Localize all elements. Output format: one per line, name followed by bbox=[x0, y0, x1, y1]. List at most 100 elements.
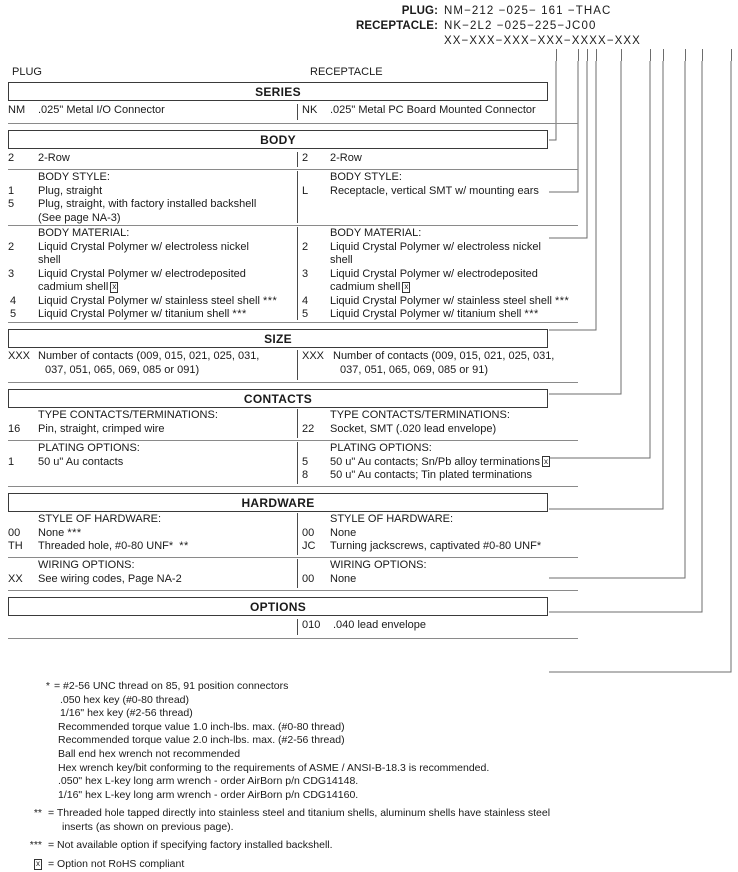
option-desc: None *** bbox=[38, 527, 82, 539]
section-title: OPTIONS bbox=[249, 599, 307, 614]
section-body-options: 010 .040 lead envelope bbox=[8, 616, 578, 639]
option-row: 5 Liquid Crystal Polymer w/ titanium she… bbox=[300, 308, 578, 322]
option-code: 00 bbox=[302, 526, 315, 539]
rohs-box: x bbox=[34, 858, 42, 870]
option-desc: .025" Metal I/O Connector bbox=[38, 104, 165, 116]
option-code: JC bbox=[302, 540, 316, 552]
footnote-text: 1/16" hex L-key long arm wrench - order … bbox=[58, 788, 359, 801]
section-body-size: XXX Number of contacts (009, 015, 021, 0… bbox=[8, 348, 578, 383]
column-divider bbox=[297, 227, 299, 320]
option-desc: None bbox=[330, 572, 357, 585]
option-desc: Liquid Crystal Polymer w/ electroless ni… bbox=[330, 240, 541, 253]
option-code: NK bbox=[302, 104, 318, 116]
column-divider bbox=[297, 442, 299, 484]
plug-options: STYLE OF HARDWARE: 00 None *** TH Thread… bbox=[8, 513, 292, 554]
footnote-marker: *** bbox=[554, 294, 570, 307]
option-desc: Receptacle, vertical SMT w/ mounting ear… bbox=[330, 184, 539, 197]
group-title: BODY STYLE: bbox=[38, 171, 110, 183]
footnote-text: Recommended torque value 1.0 inch-lbs. m… bbox=[58, 720, 345, 733]
option-row: 00 None *** bbox=[8, 527, 292, 541]
receptacle-options: WIRING OPTIONS: 00 None bbox=[300, 559, 578, 586]
option-desc: .040 lead envelope bbox=[333, 619, 426, 631]
section-body-body-row: 2 2-Row 2 2-Row bbox=[8, 149, 578, 170]
group-title: WIRING OPTIONS: bbox=[38, 559, 135, 571]
option-row: 22 Socket, SMT (.020 lead envelope) bbox=[300, 423, 578, 437]
option-code: 3 bbox=[302, 267, 309, 280]
footnote-doublestar: ** = Threaded hole tapped directly into … bbox=[0, 807, 738, 821]
leader-tick bbox=[556, 49, 557, 61]
option-desc: Pin, straight, crimped wire bbox=[38, 422, 165, 435]
option-code: 22 bbox=[302, 422, 315, 435]
footnote-text: inserts (as shown on previous page). bbox=[62, 820, 234, 833]
rohs-noncompliant-icon: x bbox=[541, 456, 550, 467]
option-desc: Socket, SMT (.020 lead envelope) bbox=[330, 422, 497, 435]
footnote-star-0: * = #2-56 UNC thread on 85, 91 position … bbox=[0, 680, 738, 694]
receptacle-options: STYLE OF HARDWARE: 00 None JC Turning ja… bbox=[300, 513, 578, 554]
plug-options: TYPE CONTACTS/TERMINATIONS: 16 Pin, stra… bbox=[8, 409, 292, 436]
option-code: 00 bbox=[8, 526, 21, 539]
option-row: 5 50 u" Au contacts; Sn/Pb alloy termina… bbox=[300, 456, 578, 470]
section-title: CONTACTS bbox=[243, 391, 313, 406]
desc-text: Threaded hole, #0-80 UNF* bbox=[38, 540, 174, 552]
part-number-row-plug: PLUG: NM−212 −025− 161 −THAC bbox=[0, 4, 738, 19]
leader-tick bbox=[621, 49, 622, 61]
leader-tick bbox=[650, 49, 651, 61]
rohs-noncompliant-icon: x bbox=[110, 281, 119, 293]
receptacle-part-number: NK−2L2 −025−225−JC00 bbox=[444, 20, 597, 32]
option-desc: Liquid Crystal Polymer w/ electroless ni… bbox=[38, 240, 249, 253]
option-row: 1 50 u" Au contacts bbox=[8, 456, 292, 470]
group-title: TYPE CONTACTS/TERMINATIONS: bbox=[330, 409, 510, 421]
part-number-row-pattern: XX−XXX−XXX−XXX−XXXX−XXX bbox=[0, 34, 738, 49]
plug-options: WIRING OPTIONS: XX See wiring codes, Pag… bbox=[8, 559, 292, 586]
footnote-marker-star: * bbox=[45, 680, 50, 692]
option-row: 00 None bbox=[300, 527, 578, 541]
column-title-receptacle: RECEPTACLE bbox=[310, 66, 383, 78]
option-row: 2 2-Row bbox=[300, 152, 578, 166]
part-number-pattern: XX−XXX−XXX−XXX−XXXX−XXX bbox=[444, 35, 641, 47]
desc-text: Liquid Crystal Polymer w/ titanium shell bbox=[38, 308, 230, 320]
group-title: BODY MATERIAL: bbox=[330, 227, 422, 239]
option-row: 4 Liquid Crystal Polymer w/ stainless st… bbox=[300, 295, 578, 309]
option-code: 1 bbox=[8, 184, 15, 197]
column-divider bbox=[297, 171, 299, 223]
group-title: TYPE CONTACTS/TERMINATIONS: bbox=[38, 409, 218, 421]
section-header-series: SERIES bbox=[8, 82, 548, 101]
desc-text: Liquid Crystal Polymer w/ stainless stee… bbox=[330, 294, 552, 307]
receptacle-options: BODY MATERIAL: 2 Liquid Crystal Polymer … bbox=[300, 227, 578, 322]
rohs-noncompliant-icon: x bbox=[402, 281, 411, 293]
option-row: 8 50 u" Au contacts; Tin plated terminat… bbox=[300, 469, 578, 483]
option-code: TH bbox=[8, 540, 23, 552]
footnote-marker-doublestar: ** bbox=[33, 807, 42, 820]
section-body-contacts-type: TYPE CONTACTS/TERMINATIONS: 16 Pin, stra… bbox=[8, 408, 578, 441]
column-divider bbox=[297, 152, 299, 167]
option-row: 00 None bbox=[300, 573, 578, 587]
footnote-text: = Threaded hole tapped directly into sta… bbox=[48, 807, 551, 820]
section-header-contacts: CONTACTS bbox=[8, 389, 548, 408]
option-code: 3 bbox=[8, 267, 15, 280]
option-desc: Plug, straight, with factory installed b… bbox=[38, 198, 257, 210]
option-row: XX See wiring codes, Page NA-2 bbox=[8, 573, 292, 587]
column-title-plug: PLUG bbox=[12, 66, 42, 78]
receptacle-options: PLATING OPTIONS: 5 50 u" Au contacts; Sn… bbox=[300, 442, 578, 483]
option-row: 2 2-Row bbox=[8, 152, 292, 166]
option-code: 010 bbox=[302, 619, 321, 631]
section-header-hardware: HARDWARE bbox=[8, 493, 548, 512]
footnote-star-4: Recommended torque value 2.0 inch-lbs. m… bbox=[0, 734, 738, 748]
option-desc: Liquid Crystal Polymer w/ stainless stee… bbox=[330, 295, 569, 307]
option-code: NM bbox=[8, 104, 26, 116]
receptacle-options: NK .025" Metal PC Board Mounted Connecto… bbox=[300, 104, 578, 118]
option-desc: Liquid Crystal Polymer w/ titanium shell… bbox=[330, 308, 539, 320]
group-title: BODY MATERIAL: bbox=[38, 227, 130, 239]
leader-tick bbox=[685, 49, 686, 61]
group-title: BODY STYLE: bbox=[330, 171, 402, 183]
option-code: 2 bbox=[302, 152, 309, 164]
option-desc: Liquid Crystal Polymer w/ electrodeposit… bbox=[38, 267, 246, 280]
option-row: 2 Liquid Crystal Polymer w/ electroless … bbox=[8, 241, 292, 255]
column-divider bbox=[297, 619, 299, 635]
option-row: 2 Liquid Crystal Polymer w/ electroless … bbox=[300, 241, 578, 255]
footnote-marker: *** bbox=[262, 294, 278, 307]
section-header-body: BODY bbox=[8, 130, 548, 149]
footnote-marker-triplestar: *** bbox=[29, 838, 42, 851]
option-row: L Receptacle, vertical SMT w/ mounting e… bbox=[300, 185, 578, 199]
section-title: HARDWARE bbox=[241, 495, 315, 510]
